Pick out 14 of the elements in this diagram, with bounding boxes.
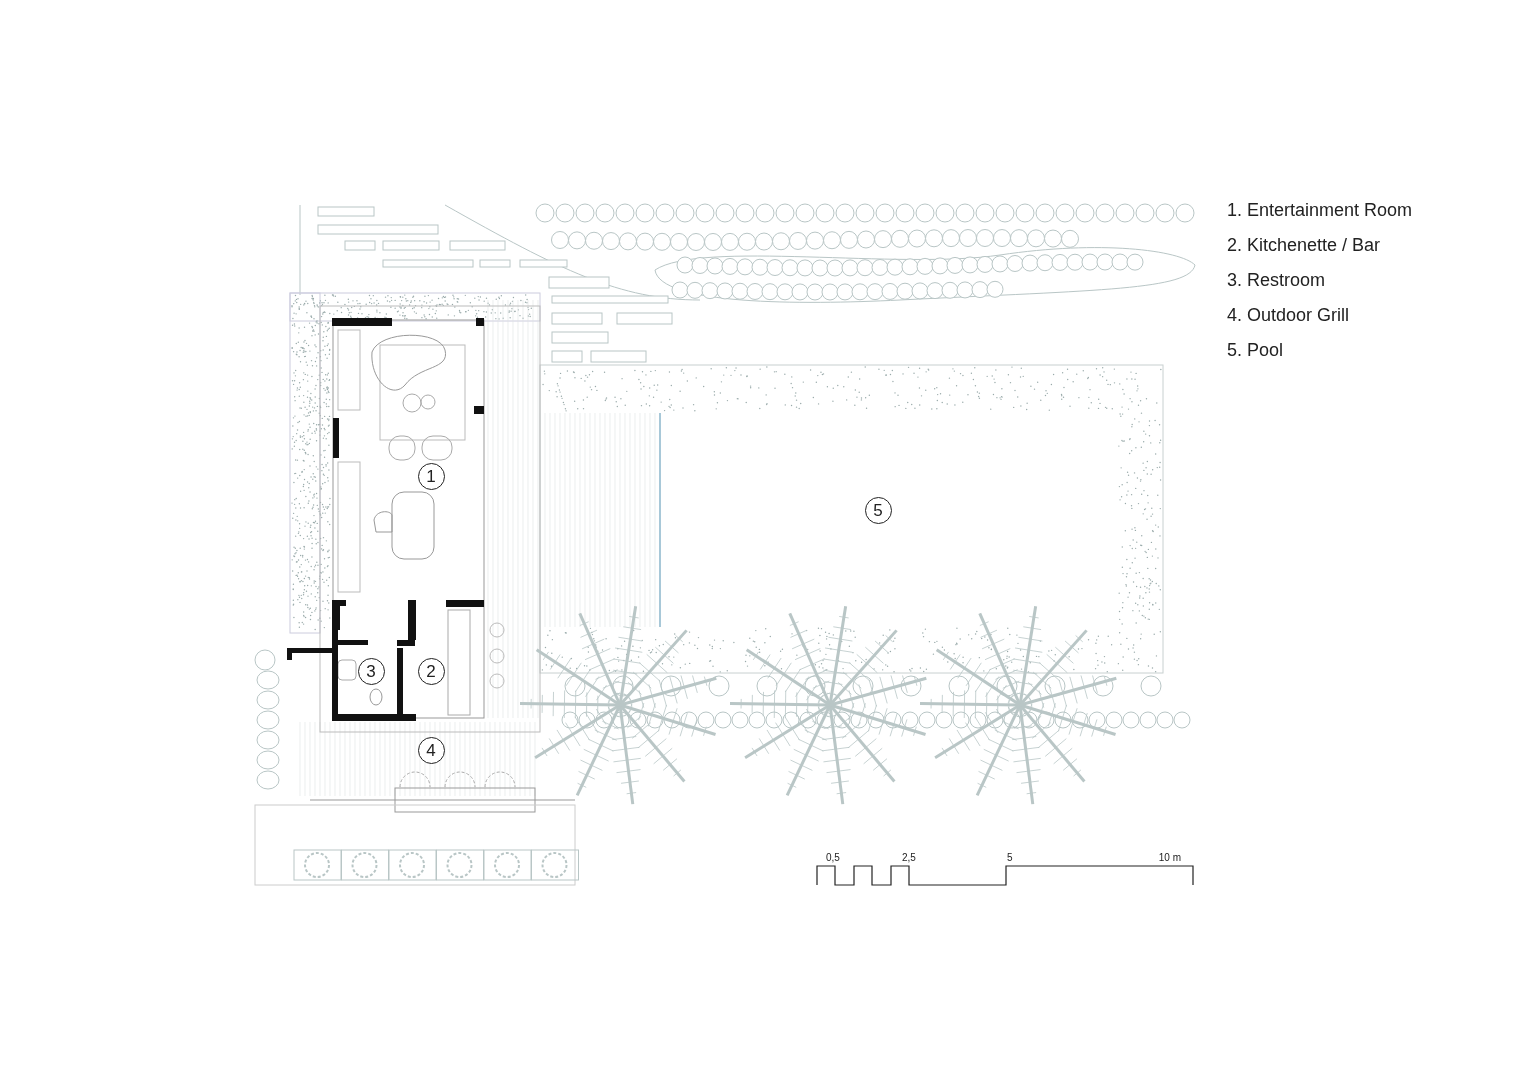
callout-number: 5 (864, 496, 892, 524)
legend-item: 3. Restroom (1227, 269, 1327, 292)
callout-number: 4 (417, 736, 445, 764)
callout-number: 2 (417, 657, 445, 685)
callout-number: 3 (357, 657, 385, 685)
scale-label: 0,5 (826, 853, 840, 863)
legend-item: 2. Kitchenette / Bar (1227, 234, 1382, 257)
legend-item: 5. Pool (1227, 339, 1285, 362)
scale-label: 10 m (1158, 853, 1181, 863)
scale-label: 2,5 (902, 853, 916, 863)
scale-label: 5 (1007, 853, 1013, 863)
legend-item: 4. Outdoor Grill (1227, 304, 1351, 327)
callout-number: 1 (417, 462, 445, 490)
legend-item: 1. Entertainment Room (1227, 199, 1413, 222)
